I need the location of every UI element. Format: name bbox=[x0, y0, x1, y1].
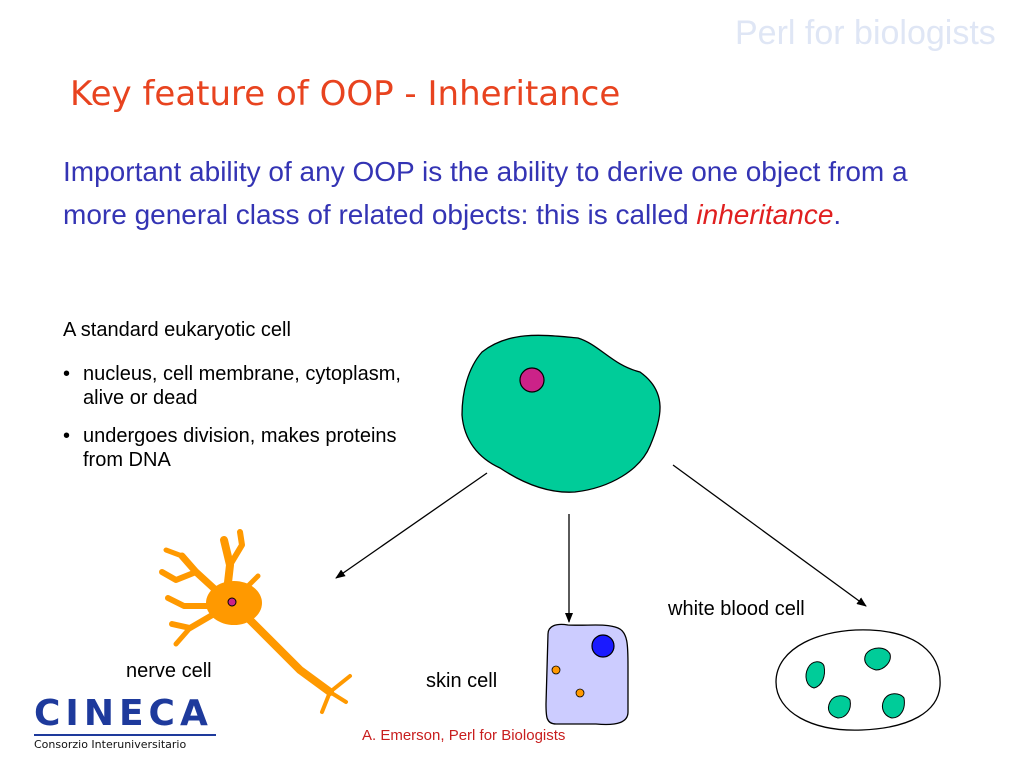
bullet-item: • undergoes division, makes proteins from… bbox=[63, 424, 403, 472]
bullet-glyph: • bbox=[63, 363, 71, 385]
nerve-cell bbox=[159, 529, 352, 714]
eukaryotic-cell bbox=[461, 334, 661, 493]
white-blood-cell-nucleus bbox=[864, 647, 891, 671]
white-blood-cell bbox=[775, 629, 941, 731]
bullet-text: undergoes division, makes proteins from … bbox=[83, 425, 397, 471]
skin-cell-nucleus bbox=[591, 634, 615, 658]
eukaryotic-cell-body bbox=[461, 334, 661, 493]
footer-credit: A. Emerson, Perl for Biologists bbox=[362, 727, 566, 744]
logo-wordmark: CINECA bbox=[34, 693, 213, 734]
white-blood-cell-body bbox=[775, 629, 941, 731]
intro-paragraph: Important ability of any OOP is the abil… bbox=[63, 150, 963, 236]
skin-cell-granule bbox=[575, 688, 585, 698]
white-blood-cell-label: white blood cell bbox=[668, 598, 805, 620]
skin-cell bbox=[545, 623, 629, 726]
skin-cell-label: skin cell bbox=[426, 670, 498, 692]
logo-subtitle: Consorzio Interuniversitario bbox=[34, 734, 216, 751]
skin-cell-granule bbox=[551, 665, 561, 675]
intro-text: Important ability of any OOP is the abil… bbox=[63, 156, 908, 230]
bullet-item: • nucleus, cell membrane, cytoplasm, aliv… bbox=[63, 362, 403, 410]
white-blood-cell-nucleus bbox=[827, 695, 851, 719]
intro-end: . bbox=[833, 199, 842, 230]
base-class-heading: A standard eukaryotic cell bbox=[63, 319, 291, 341]
eukaryotic-nucleus bbox=[519, 367, 545, 393]
intro-emphasis: inheritance bbox=[696, 199, 834, 230]
bullet-glyph: • bbox=[63, 425, 71, 447]
bullet-text: nucleus, cell membrane, cytoplasm, alive… bbox=[83, 363, 401, 409]
cineca-logo: CINECA Consorzio Interuniversitario bbox=[34, 696, 216, 751]
slide-title: Key feature of OOP - Inheritance bbox=[70, 74, 621, 114]
nerve-cell-label: nerve cell bbox=[126, 660, 212, 682]
arrow-to-nerve-cell bbox=[335, 472, 488, 579]
white-blood-cell-nucleus bbox=[805, 661, 825, 689]
skin-cell-body bbox=[545, 623, 629, 726]
course-header-tag: Perl for biologists bbox=[735, 14, 996, 52]
white-blood-cell-nucleus bbox=[881, 693, 905, 719]
base-class-bullets: • nucleus, cell membrane, cytoplasm, aliv… bbox=[63, 362, 403, 486]
nerve-cell-nucleus bbox=[227, 597, 237, 607]
arrow-to-white-blood-cell bbox=[672, 464, 867, 607]
